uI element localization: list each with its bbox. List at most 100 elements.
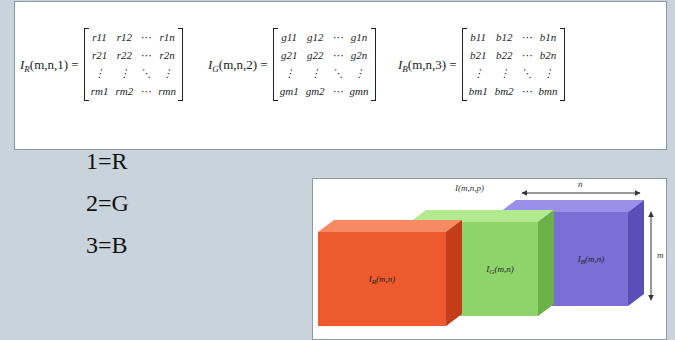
matrix-entry: gmn bbox=[350, 85, 369, 98]
matrix-entry: ⋯ bbox=[521, 31, 532, 44]
image-symbol: I bbox=[398, 57, 402, 73]
matrix-equation: IB(m,n,3) = b11 b12 ⋯ b1n b21 b22 ⋯ b2n ⋮ ⋮ ⋱ ⋮ bm1 bm… bbox=[398, 28, 566, 101]
matrix-entry: r11 bbox=[91, 31, 109, 44]
matrix: b11 b12 ⋯ b1n b21 b22 ⋯ b2n ⋮ ⋮ ⋱ ⋮ bm1 bm2 ⋯ bmn bbox=[461, 28, 566, 101]
channel-index: (m,n,2) = bbox=[219, 57, 268, 73]
matrix-entry: ⋯ bbox=[521, 85, 532, 98]
matrix-entry: ⋮ bbox=[469, 67, 488, 80]
channel-key: 2=G bbox=[86, 190, 129, 217]
matrix-entry: b2n bbox=[539, 49, 558, 62]
matrix-entry: ⋱ bbox=[521, 67, 532, 80]
channel-key: 1=R bbox=[86, 148, 128, 175]
matrix-entry: bmn bbox=[539, 85, 558, 98]
matrix-entry: b22 bbox=[495, 49, 514, 62]
slab-label-part: I bbox=[486, 264, 489, 274]
channel-index: (m,n,1) = bbox=[30, 57, 79, 73]
matrix-entry: ⋯ bbox=[140, 49, 151, 62]
matrix: r11 r12 ⋯ r1n r21 r22 ⋯ r2n ⋮ ⋮ ⋱ ⋮ rm1 rm2 ⋯ rmn bbox=[83, 28, 184, 101]
slab-label: IG(m,n) bbox=[486, 264, 513, 274]
matrix-entry: ⋮ bbox=[539, 67, 558, 80]
matrix-entry: ⋯ bbox=[140, 31, 151, 44]
matrix-entry: g12 bbox=[306, 31, 325, 44]
matrix-entry: bm2 bbox=[495, 85, 514, 98]
matrix-entry: ⋯ bbox=[332, 31, 343, 44]
volume-label: I(m,n,p) bbox=[455, 183, 484, 193]
height-arrow bbox=[651, 212, 652, 300]
matrix-bracket bbox=[84, 28, 89, 101]
slab-label-part: B bbox=[581, 258, 585, 266]
width-arrow bbox=[522, 193, 640, 194]
slab-label-part: I bbox=[369, 274, 372, 284]
equation-name: IB(m,n,3) = bbox=[398, 57, 457, 73]
matrix-entry: ⋯ bbox=[332, 49, 343, 62]
matrix-entry: r22 bbox=[115, 49, 133, 62]
channel-key: 3=B bbox=[86, 232, 128, 259]
matrix-entry: r12 bbox=[115, 31, 133, 44]
matrix: g11 g12 ⋯ g1n g21 g22 ⋯ g2n ⋮ ⋮ ⋱ ⋮ gm1 gm2 ⋯ gmn bbox=[272, 28, 377, 101]
slab-front bbox=[318, 232, 446, 326]
slab-top bbox=[318, 220, 462, 232]
matrix-entry: ⋮ bbox=[158, 67, 176, 80]
matrix-entry: ⋯ bbox=[332, 85, 343, 98]
slab-label-part: G bbox=[489, 268, 494, 276]
slab-label-part: (m,n) bbox=[376, 274, 395, 284]
matrix-entry: ⋮ bbox=[350, 67, 369, 80]
matrix-entry: ⋮ bbox=[306, 67, 325, 80]
slab-label-part: I bbox=[578, 254, 581, 264]
slab-label-part: R bbox=[372, 278, 376, 286]
channel-subscript: B bbox=[402, 64, 408, 74]
matrix-entry: r21 bbox=[91, 49, 109, 62]
channel-subscript: G bbox=[212, 64, 219, 74]
matrix-entry: ⋮ bbox=[91, 67, 109, 80]
slab-side bbox=[446, 220, 462, 326]
channel-index: (m,n,3) = bbox=[408, 57, 457, 73]
channel-slab: IG(m,n) bbox=[462, 222, 538, 316]
matrix-entry: g1n bbox=[350, 31, 369, 44]
matrix-entry: b21 bbox=[469, 49, 488, 62]
matrix-equation: IR(m,n,1) = r11 r12 ⋯ r1n r21 r22 ⋯ r2n ⋮ ⋮ ⋱ ⋮ rm1 rm… bbox=[20, 28, 184, 101]
matrix-entry: ⋮ bbox=[115, 67, 133, 80]
matrix-bracket bbox=[560, 28, 565, 101]
matrix-entry: ⋯ bbox=[140, 85, 151, 98]
matrix-bracket bbox=[371, 28, 376, 101]
matrix-entry: b1n bbox=[539, 31, 558, 44]
matrix-entry: rmn bbox=[158, 85, 176, 98]
matrix-entry: ⋮ bbox=[495, 67, 514, 80]
matrix-entry: b12 bbox=[495, 31, 514, 44]
matrix-entry: b11 bbox=[469, 31, 488, 44]
matrix-entry: ⋮ bbox=[280, 67, 299, 80]
channel-subscript: R bbox=[24, 64, 30, 74]
matrix-entry: ⋱ bbox=[140, 67, 151, 80]
matrix-entry: r1n bbox=[158, 31, 176, 44]
dimension-label: n bbox=[578, 179, 583, 189]
matrix-entry: bm1 bbox=[469, 85, 488, 98]
image-symbol: I bbox=[208, 57, 212, 73]
matrix-entry: g21 bbox=[280, 49, 299, 62]
slab-label: IB(m,n) bbox=[578, 254, 605, 264]
matrix-bracket bbox=[178, 28, 183, 101]
matrix-entry: r2n bbox=[158, 49, 176, 62]
matrix-entry: g2n bbox=[350, 49, 369, 62]
slab-label: IR(m,n) bbox=[369, 274, 396, 284]
slab-side bbox=[628, 200, 644, 306]
slab-label-part: (m,n) bbox=[494, 264, 513, 274]
matrix-entry: g22 bbox=[306, 49, 325, 62]
matrix-entry: g11 bbox=[280, 31, 299, 44]
matrix-equation: IG(m,n,2) = g11 g12 ⋯ g1n g21 g22 ⋯ g2n ⋮ ⋮ ⋱ ⋮ gm1 gm… bbox=[208, 28, 377, 101]
matrix-bracket bbox=[273, 28, 278, 101]
matrix-entry: ⋯ bbox=[521, 49, 532, 62]
channel-slab: IR(m,n) bbox=[318, 232, 446, 326]
slab-label-part: (m,n) bbox=[585, 254, 604, 264]
channel-slab: IB(m,n) bbox=[554, 212, 628, 306]
equation-name: IR(m,n,1) = bbox=[20, 57, 79, 73]
matrix-entry: rm1 bbox=[91, 85, 109, 98]
matrix-entry: ⋱ bbox=[332, 67, 343, 80]
dimension-label: m bbox=[657, 250, 664, 260]
image-symbol: I bbox=[20, 57, 24, 73]
slab-side bbox=[538, 210, 554, 316]
matrix-entry: gm2 bbox=[306, 85, 325, 98]
matrix-entry: gm1 bbox=[280, 85, 299, 98]
matrix-bracket bbox=[462, 28, 467, 101]
matrix-entry: rm2 bbox=[115, 85, 133, 98]
equation-name: IG(m,n,2) = bbox=[208, 57, 268, 73]
